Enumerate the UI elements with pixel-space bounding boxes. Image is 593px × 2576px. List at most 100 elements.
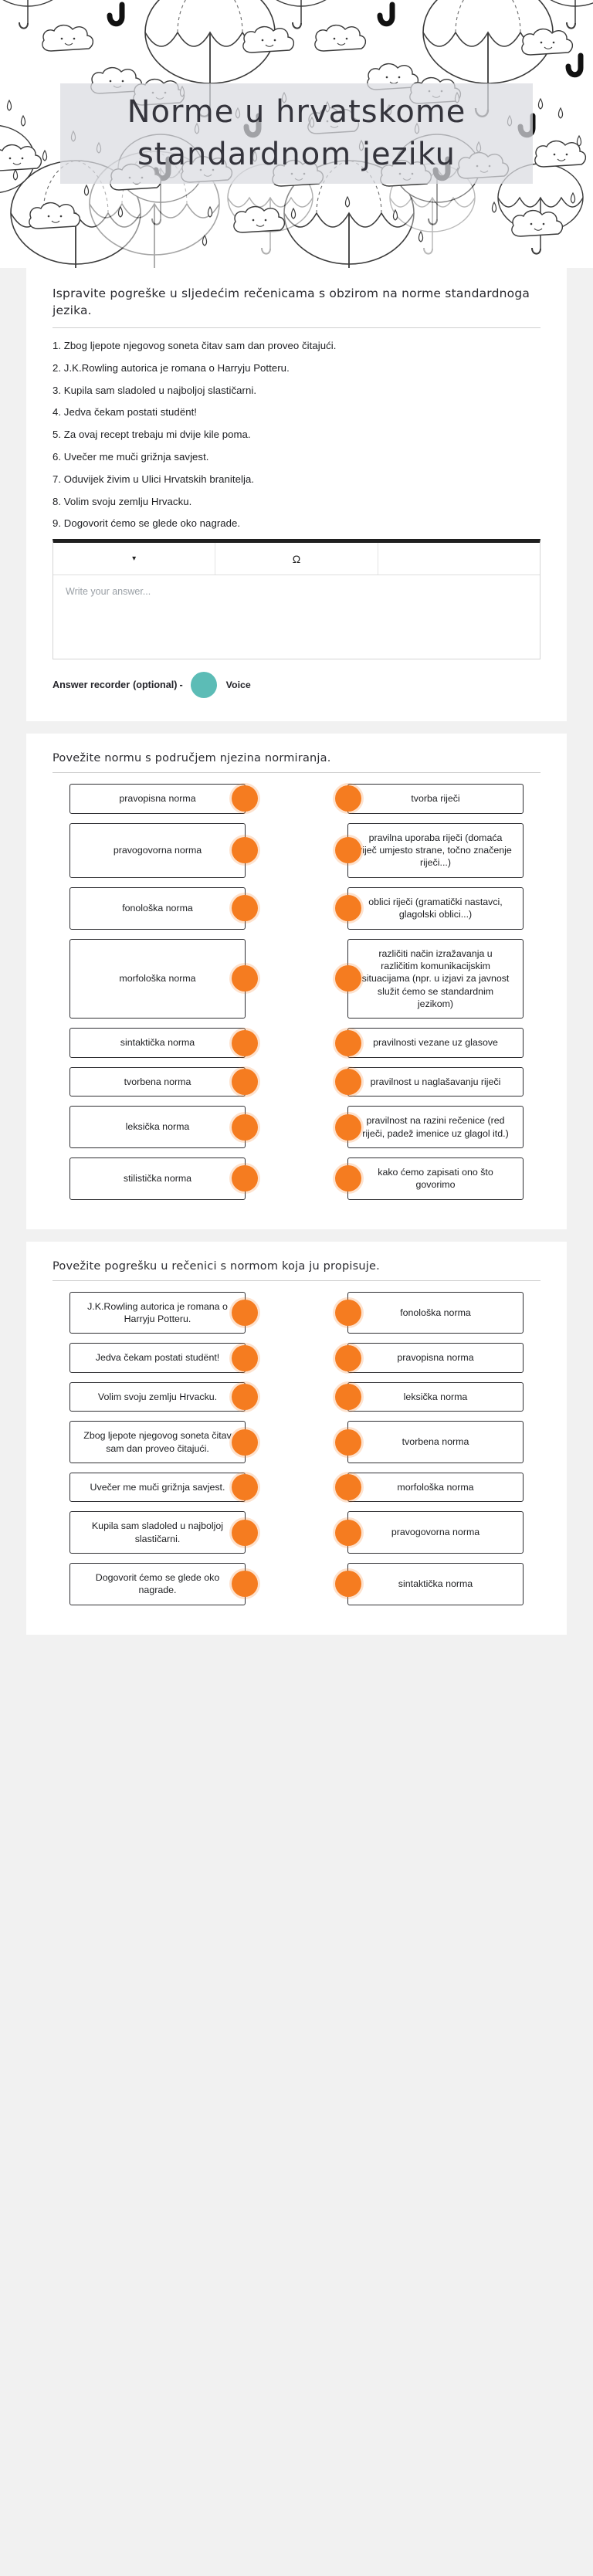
match-right-option[interactable]: kako ćemo zapisati ono što govorimo <box>335 1157 524 1200</box>
match-left-option[interactable]: pravogovorna norma <box>69 822 258 878</box>
match-connector-dot[interactable] <box>335 1429 361 1456</box>
list-item: 6. Uvečer me muči grižnja savjest. <box>53 451 209 463</box>
answer-input[interactable]: Write your answer... <box>66 586 151 598</box>
divider <box>53 772 540 774</box>
match-connector-dot[interactable] <box>232 1383 258 1410</box>
match-connector-dot[interactable] <box>232 1029 258 1056</box>
list-item: 5. Za ovaj recept trebaju mi dvije kile … <box>53 429 251 441</box>
match-connector-dot[interactable] <box>232 785 258 812</box>
omega-icon: Ω <box>292 552 301 565</box>
match-right-label: pravilnost na razini rečenice (red riječ… <box>362 1115 509 1139</box>
match-right-option[interactable]: oblici riječi (gramatički nastavci, glag… <box>335 886 524 930</box>
match-connector-dot[interactable] <box>335 837 361 864</box>
match-left-option[interactable]: pravopisna norma <box>69 784 258 814</box>
match-connector-dot[interactable] <box>232 837 258 864</box>
match-connector-dot[interactable] <box>232 965 258 992</box>
match-right-option[interactable]: različiti način izražavanja u različitim… <box>335 938 524 1019</box>
match-row: Kupila sam sladoled u najboljoj slastiča… <box>53 1511 540 1554</box>
match-connector-dot[interactable] <box>335 1068 361 1095</box>
match-row: morfološka norma različiti način izražav… <box>53 938 540 1019</box>
match-connector-dot[interactable] <box>335 1519 361 1546</box>
match-connector-dot[interactable] <box>232 1300 258 1326</box>
match-right-option[interactable]: pravilnosti vezane uz glasove <box>335 1028 524 1058</box>
match-right-option[interactable]: leksička norma <box>335 1381 524 1412</box>
match-left-option[interactable]: fonološka norma <box>69 886 258 930</box>
question-2-card: Povežite normu s područjem njezina normi… <box>26 734 567 1229</box>
question-3-card: Povežite pogrešku u rečenici s normom ko… <box>26 1241 567 1635</box>
match-row: sintaktička norma pravilnosti vezane uz … <box>53 1028 540 1058</box>
match-row: pravogovorna norma pravilna uporaba rije… <box>53 822 540 878</box>
match-left-label: Jedva čekam postati studënt! <box>95 1352 220 1364</box>
match-right-label: pravogovorna norma <box>391 1527 480 1538</box>
match-left-label: Volim svoju zemlju Hrvacku. <box>97 1391 218 1402</box>
match-right-option[interactable]: tvorba riječi <box>335 784 524 814</box>
match-left-label: Kupila sam sladoled u najboljoj slastiča… <box>91 1520 224 1544</box>
list-item: 3. Kupila sam sladoled u najboljoj slast… <box>53 384 257 396</box>
match-right-option[interactable]: tvorbena norma <box>335 1421 524 1463</box>
match-right-option[interactable]: pravopisna norma <box>335 1343 524 1373</box>
match-connector-dot[interactable] <box>232 1344 258 1371</box>
match-left-option[interactable]: tvorbena norma <box>69 1066 258 1097</box>
match-left-option[interactable]: Dogovorit ćemo se glede oko nagrade. <box>69 1563 258 1605</box>
match-row: tvorbena norma pravilnost u naglašavanju… <box>53 1066 540 1097</box>
special-character-button[interactable]: Ω <box>215 543 378 575</box>
match-left-option[interactable]: morfološka norma <box>69 938 258 1019</box>
match-row: Uvečer me muči grižnja savjest. morfološ… <box>53 1472 540 1503</box>
match-connector-dot[interactable] <box>232 1519 258 1546</box>
match-connector-dot[interactable] <box>232 1571 258 1598</box>
match-left-option[interactable]: leksička norma <box>69 1106 258 1148</box>
match-connector-dot[interactable] <box>335 1383 361 1410</box>
page-title-line-2: standardnom jeziku <box>137 137 456 172</box>
match-left-option[interactable]: Zbog ljepote njegovog soneta čitav sam d… <box>69 1421 258 1463</box>
match-right-label: kako ćemo zapisati ono što govorimo <box>378 1166 493 1191</box>
match-right-option[interactable]: pravilnost na razini rečenice (red riječ… <box>335 1106 524 1148</box>
match-right-option[interactable]: pravogovorna norma <box>335 1511 524 1554</box>
match-connector-dot[interactable] <box>232 1474 258 1501</box>
match-connector-dot[interactable] <box>335 785 361 812</box>
match-left-option[interactable]: stilistička norma <box>69 1157 258 1200</box>
match-connector-dot[interactable] <box>232 1429 258 1456</box>
match-left-option[interactable]: Volim svoju zemlju Hrvacku. <box>69 1381 258 1412</box>
list-item: 9. Dogovorit ćemo se glede oko nagrade. <box>53 517 241 530</box>
match-connector-dot[interactable] <box>232 1165 258 1192</box>
match-right-label: tvorbena norma <box>402 1436 469 1448</box>
match-right-option[interactable]: fonološka norma <box>335 1291 524 1334</box>
toolbar-spacer <box>378 543 540 575</box>
match-connector-dot[interactable] <box>232 1068 258 1095</box>
match-right-label: oblici riječi (gramatički nastavci, glag… <box>368 896 503 920</box>
match-left-option[interactable]: sintaktička norma <box>69 1028 258 1058</box>
card-separator <box>0 721 593 734</box>
match-connector-dot[interactable] <box>335 1344 361 1371</box>
match-row: fonološka norma oblici riječi (gramatičk… <box>53 886 540 930</box>
match-row: Volim svoju zemlju Hrvacku. leksička nor… <box>53 1381 540 1412</box>
match-right-label: pravopisna norma <box>397 1352 474 1364</box>
match-connector-dot[interactable] <box>335 1474 361 1501</box>
match-left-label: Uvečer me muči grižnja savjest. <box>90 1481 225 1493</box>
match-left-label: pravopisna norma <box>119 793 196 805</box>
match-left-option[interactable]: Jedva čekam postati studënt! <box>69 1343 258 1373</box>
match-row: stilistička norma kako ćemo zapisati ono… <box>53 1157 540 1200</box>
match-row: pravopisna norma tvorba riječi <box>53 784 540 814</box>
font-dropdown-button[interactable]: ▾ <box>53 543 216 575</box>
match-right-option[interactable]: morfološka norma <box>335 1472 524 1503</box>
match-connector-dot[interactable] <box>335 1300 361 1326</box>
match-connector-dot[interactable] <box>335 895 361 922</box>
record-voice-button[interactable] <box>190 672 217 699</box>
match-left-option[interactable]: J.K.Rowling autorica je romana o Harryju… <box>69 1291 258 1334</box>
answer-editor[interactable]: ▾ Ω Write your answer... <box>53 539 540 660</box>
match-right-option[interactable]: pravilnost u naglašavanju riječi <box>335 1066 524 1097</box>
match-connector-dot[interactable] <box>232 1113 258 1141</box>
match-right-option[interactable]: pravilna uporaba riječi (domaća riječ um… <box>335 822 524 878</box>
match-connector-dot[interactable] <box>335 1113 361 1141</box>
match-right-label: pravilnost u naglašavanju riječi <box>370 1076 501 1087</box>
match-connector-dot[interactable] <box>335 965 361 992</box>
match-right-label: pravilna uporaba riječi (domaća riječ um… <box>359 832 512 869</box>
match-connector-dot[interactable] <box>335 1165 361 1192</box>
match-connector-dot[interactable] <box>232 895 258 922</box>
match-connector-dot[interactable] <box>335 1571 361 1598</box>
match-connector-dot[interactable] <box>335 1029 361 1056</box>
question-1-sentence-list: 1. Zbog ljepote njegovog soneta čitav sa… <box>53 339 547 530</box>
match-right-option[interactable]: sintaktička norma <box>335 1563 524 1605</box>
match-left-option[interactable]: Kupila sam sladoled u najboljoj slastiča… <box>69 1511 258 1554</box>
match-left-option[interactable]: Uvečer me muči grižnja savjest. <box>69 1472 258 1503</box>
